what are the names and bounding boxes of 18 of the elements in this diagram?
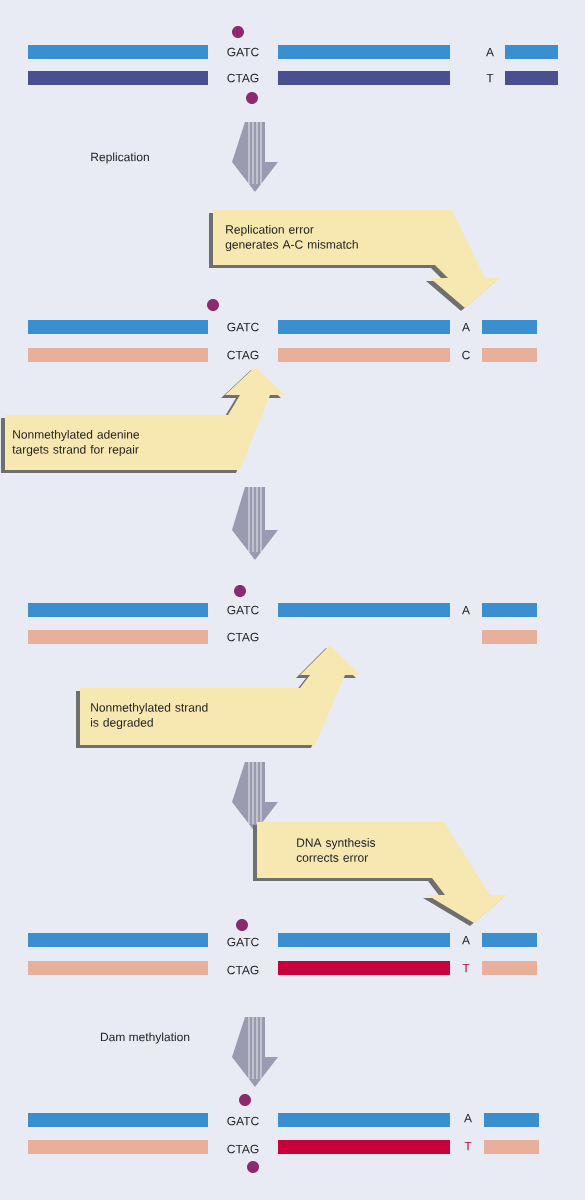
- sequence-label: CTAG: [227, 1144, 259, 1154]
- sequence-label: CTAG: [227, 965, 259, 975]
- base-label: T: [486, 73, 494, 83]
- base-label: A: [462, 322, 470, 332]
- sequence-label: GATC: [227, 605, 259, 615]
- base-label: T: [464, 1141, 472, 1151]
- sequence-label: GATC: [227, 322, 259, 332]
- sequence-label: GATC: [227, 1116, 259, 1126]
- base-label: T: [462, 963, 470, 973]
- base-label: C: [462, 350, 470, 360]
- sequence-label: GATC: [227, 47, 259, 57]
- base-label: A: [486, 47, 494, 57]
- step-label: Replication: [91, 152, 149, 164]
- sequence-label: GATC: [227, 937, 259, 947]
- sequence-label: CTAG: [227, 73, 259, 83]
- base-label: A: [462, 605, 470, 615]
- base-label: A: [464, 1113, 472, 1123]
- step-label: Dam methylation: [100, 1032, 190, 1044]
